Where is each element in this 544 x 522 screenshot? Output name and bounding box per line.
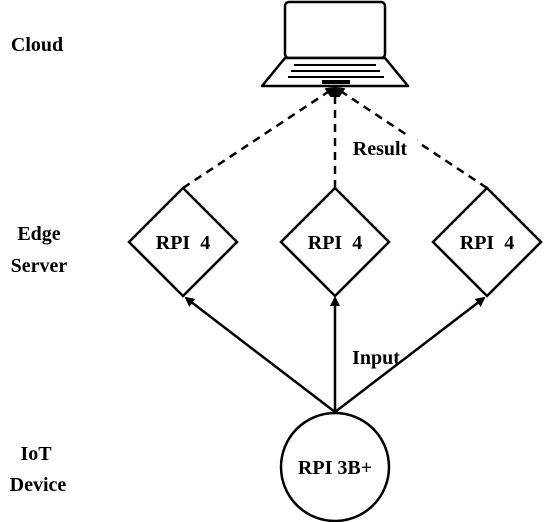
tier-label-edge-line1: Edge (17, 223, 60, 245)
edge-node-label: RPI 4 (308, 232, 362, 254)
input-edge-right (334, 296, 486, 413)
edge-node-1: RPI 4 (127, 186, 239, 298)
input-edge-left (184, 296, 336, 413)
tier-label-iot-line2: Device (10, 474, 67, 496)
laptop-icon (260, 0, 410, 88)
iot-node: RPI 3B+ (279, 411, 391, 522)
tier-label-iot-line1: IoT (20, 443, 52, 465)
result-edge-left (182, 86, 336, 190)
edge-node-label: RPI 4 (156, 232, 210, 254)
edge-node-2: RPI 4 (279, 186, 391, 298)
iot-node-label: RPI 3B+ (298, 457, 372, 479)
edge-node-3: RPI 4 (431, 186, 543, 298)
edge-node-label: RPI 4 (460, 232, 514, 254)
result-edge-label: Result (353, 138, 408, 160)
input-edge-label: Input (352, 347, 400, 369)
tier-label-edge-line2: Server (11, 255, 68, 277)
tier-label-cloud: Cloud (11, 34, 63, 56)
